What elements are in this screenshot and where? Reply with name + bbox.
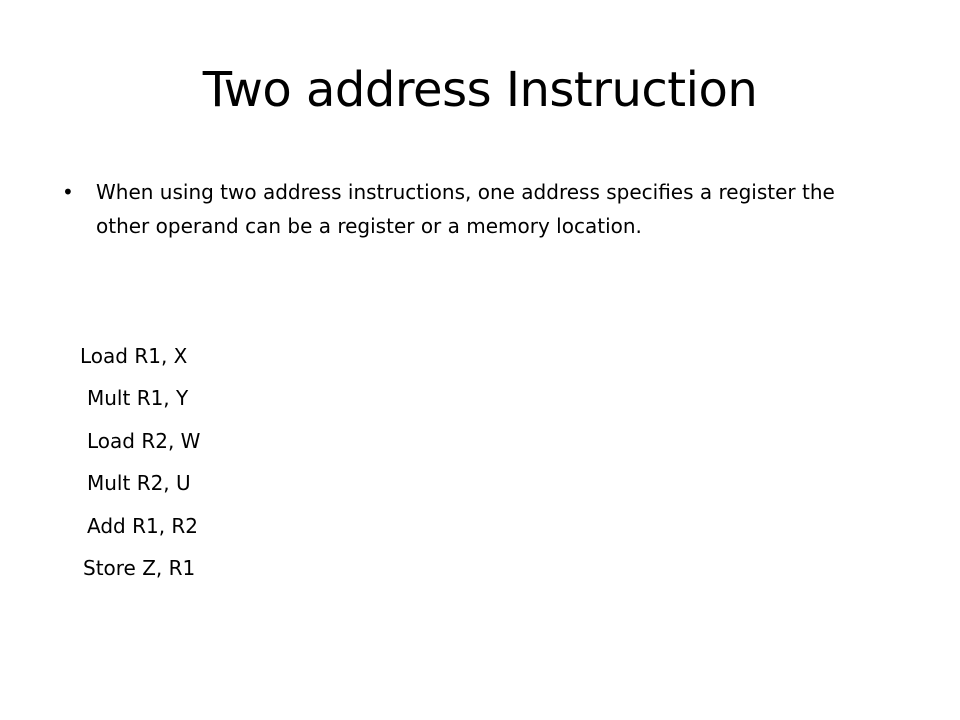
instruction-line-mult-r2: Mult R2, U (87, 471, 191, 495)
instruction-line-load-r1: Load R1, X (80, 344, 188, 368)
bullet-text: When using two address instructions, one… (96, 180, 835, 238)
bullet-dot-icon: • (62, 180, 74, 204)
slide-title: Two address Instruction (202, 62, 758, 118)
instruction-line-load-r2: Load R2, W (87, 429, 201, 453)
instruction-line-add: Add R1, R2 (87, 514, 199, 538)
instruction-line-store: Store Z, R1 (83, 556, 196, 580)
instruction-line-mult-r1: Mult R1, Y (87, 386, 189, 410)
bullet-item: • When using two address instructions, o… (60, 175, 880, 243)
